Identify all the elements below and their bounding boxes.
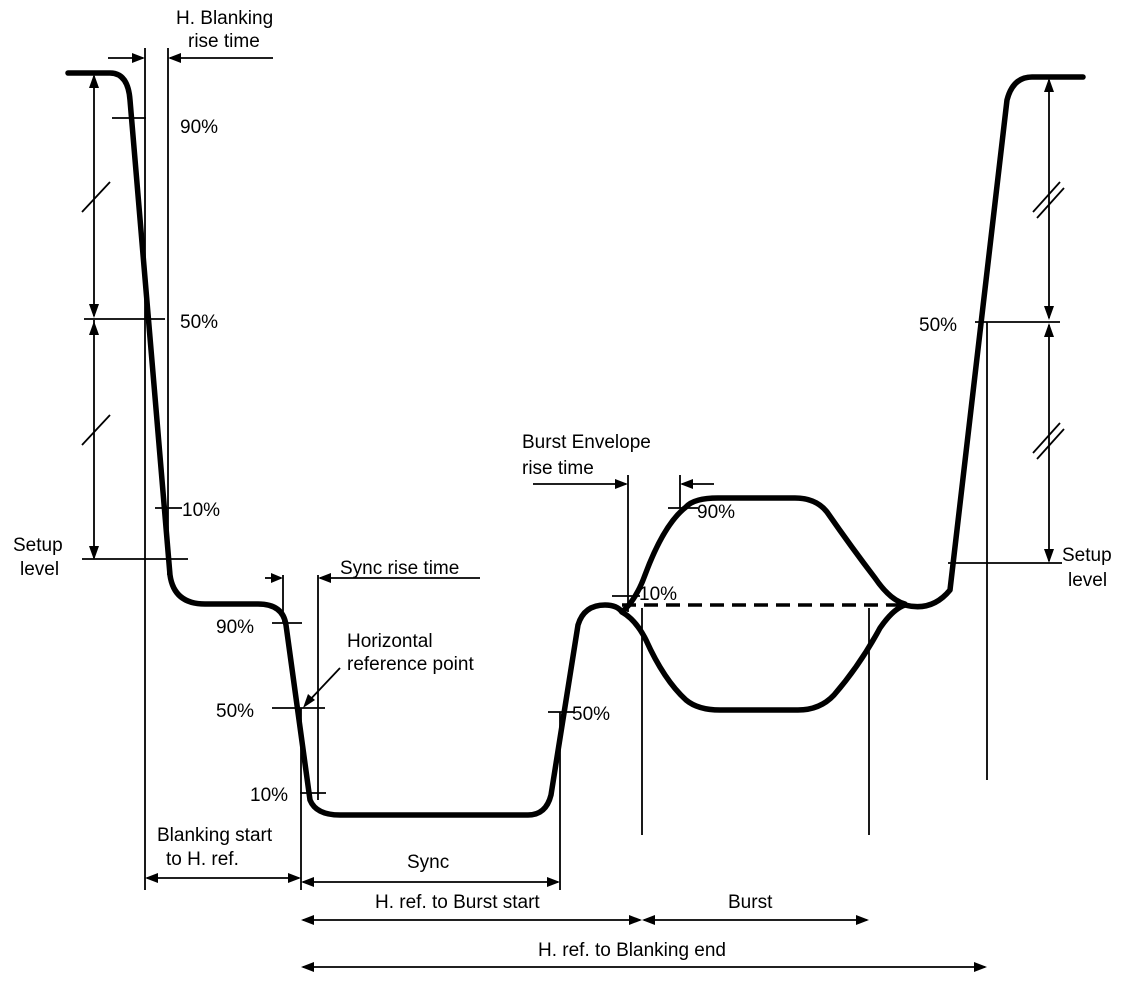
- break-mark: [1032, 422, 1061, 454]
- burst-label: Burst: [728, 892, 773, 913]
- arrowhead: [642, 915, 655, 925]
- arrowhead: [168, 53, 181, 63]
- blank-start-label-line1: Blanking start: [157, 825, 273, 846]
- arrowhead: [680, 479, 693, 489]
- arrowhead: [318, 573, 331, 583]
- break-mark: [1036, 187, 1065, 219]
- arrowhead: [1044, 323, 1054, 337]
- arrowhead: [1044, 549, 1054, 563]
- pct-10-sync-label: 10%: [250, 785, 288, 806]
- arrowhead: [271, 573, 283, 583]
- break-mark: [1032, 181, 1061, 213]
- pct-10-left-label: 10%: [182, 500, 220, 521]
- arrowhead: [89, 74, 99, 88]
- pct-10-burst-label: 10%: [639, 584, 677, 605]
- blank-start-label-line2: to H. ref.: [166, 849, 239, 870]
- break-mark: [81, 181, 111, 213]
- arrowhead: [1044, 306, 1054, 320]
- horiz-ref-label-line1: Horizontal: [347, 631, 433, 652]
- arrowhead: [615, 479, 628, 489]
- arrowhead: [132, 53, 145, 63]
- h-blanking-label-line1: H. Blanking: [176, 8, 273, 29]
- arrowhead: [301, 915, 314, 925]
- arrowhead: [303, 694, 315, 708]
- setup-left-label-line2: level: [20, 559, 59, 580]
- arrowhead: [288, 873, 301, 883]
- sync-label: Sync: [407, 852, 449, 873]
- burst-env-label-line1: Burst Envelope: [522, 432, 651, 453]
- arrowhead: [629, 915, 642, 925]
- arrowhead: [1044, 78, 1054, 92]
- break-mark: [81, 414, 111, 446]
- waveform-trace-end: [902, 74, 1086, 610]
- arrowhead: [301, 962, 314, 972]
- waveform-trace: [65, 70, 625, 818]
- arrowhead: [89, 321, 99, 335]
- setup-right-label-line2: level: [1068, 570, 1107, 591]
- horiz-ref-label-line2: reference point: [347, 654, 474, 675]
- pct-50-sync-end-label: 50%: [572, 704, 610, 725]
- arrowhead: [301, 877, 314, 887]
- burst-envelope-upper: [619, 495, 908, 615]
- arrowhead: [856, 915, 869, 925]
- sync-rise-time-label: Sync rise time: [340, 558, 459, 579]
- pct-50-left-label: 50%: [180, 312, 218, 333]
- h-blanking-label-line2: rise time: [188, 31, 260, 52]
- pct-90-burst-label: 90%: [697, 502, 735, 523]
- href-blanking-end-label: H. ref. to Blanking end: [538, 940, 726, 961]
- pct-90-sync-label: 90%: [216, 617, 254, 638]
- arrowhead: [145, 873, 158, 883]
- pct-90-top-label: 90%: [180, 117, 218, 138]
- setup-right-label-line1: Setup: [1062, 545, 1112, 566]
- pct-50-right-label: 50%: [919, 315, 957, 336]
- setup-left-label-line1: Setup: [13, 535, 63, 556]
- burst-envelope-lower: [619, 602, 908, 713]
- pct-50-sync-label: 50%: [216, 701, 254, 722]
- arrowhead: [89, 546, 99, 560]
- break-mark: [1036, 428, 1065, 460]
- burst-env-label-line2: rise time: [522, 458, 594, 479]
- arrowhead: [974, 962, 987, 972]
- arrowhead: [547, 877, 560, 887]
- arrowhead: [89, 304, 99, 318]
- href-burst-start-label: H. ref. to Burst start: [375, 892, 540, 913]
